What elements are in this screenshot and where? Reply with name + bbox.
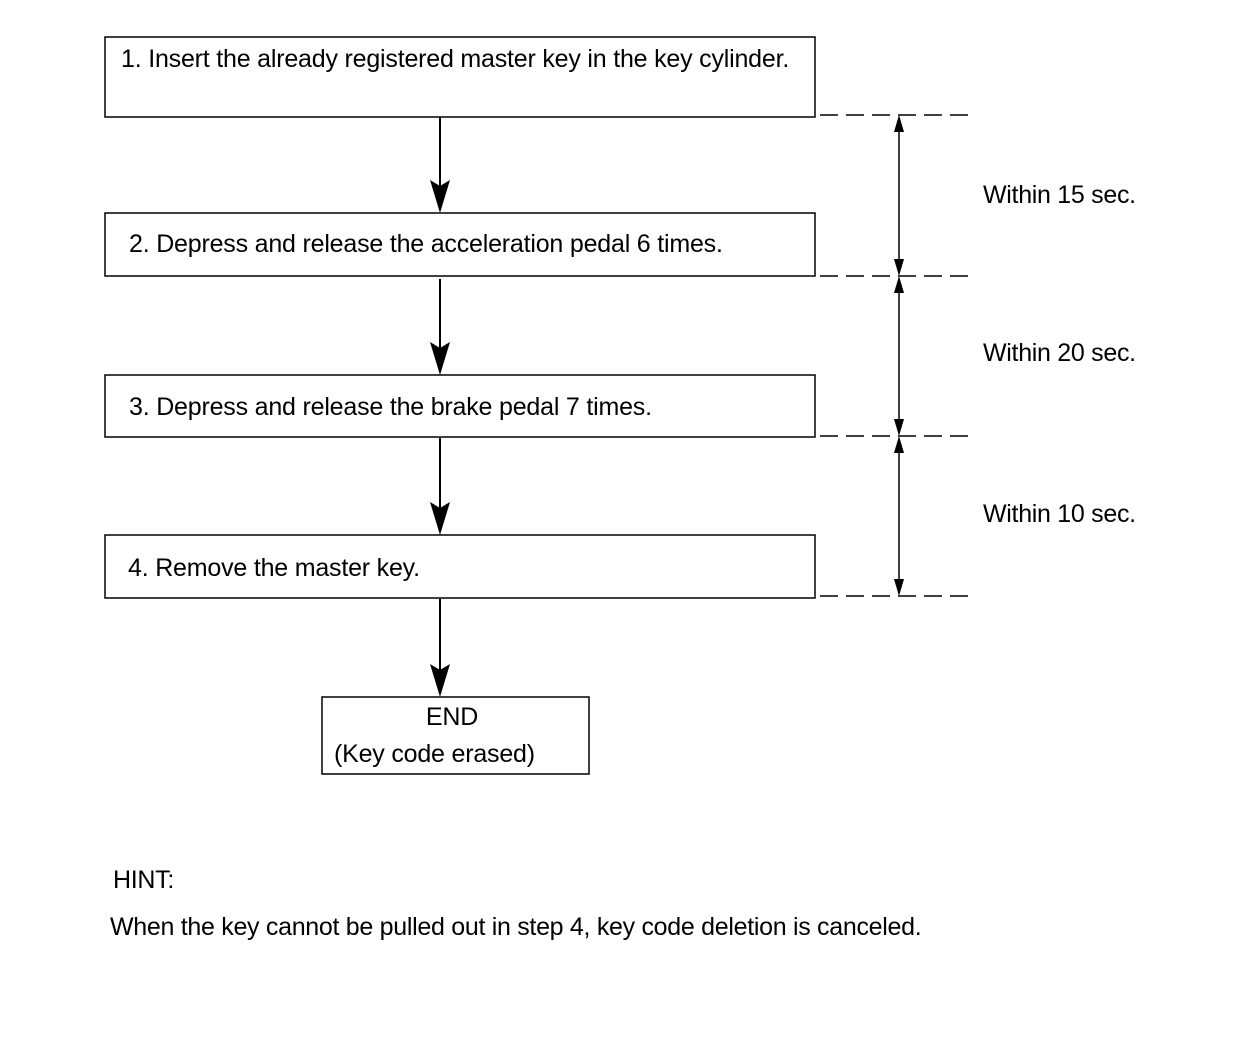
- hint-text: When the key cannot be pulled out in ste…: [110, 913, 922, 941]
- step-4-text: 4. Remove the master key.: [128, 554, 420, 582]
- step-box-2: [104, 212, 816, 277]
- end-subtitle: (Key code erased): [334, 740, 535, 768]
- flow-arrow-2-3: [430, 279, 450, 375]
- interval-arrow-20: [894, 276, 904, 436]
- flow-arrow-1-2: [430, 117, 450, 213]
- step-2-text: 2. Depress and release the acceleration …: [129, 230, 723, 258]
- hint-title: HINT:: [113, 866, 175, 894]
- end-box: [321, 696, 590, 775]
- step-box-1: [104, 36, 816, 118]
- end-title: END: [425, 703, 479, 731]
- interval-arrow-15: [894, 115, 904, 276]
- interval-label-15: Within 15 sec.: [983, 181, 1136, 209]
- step-3-text: 3. Depress and release the brake pedal 7…: [129, 393, 652, 421]
- step-1-text: 1. Insert the already registered master …: [121, 45, 790, 73]
- interval-label-10: Within 10 sec.: [983, 500, 1136, 528]
- interval-arrow-10: [894, 436, 904, 596]
- interval-label-20: Within 20 sec.: [983, 339, 1136, 367]
- step-box-3: [104, 374, 816, 438]
- flow-arrow-3-4: [430, 438, 450, 535]
- step-box-4: [104, 534, 816, 599]
- flow-arrow-4-end: [430, 599, 450, 697]
